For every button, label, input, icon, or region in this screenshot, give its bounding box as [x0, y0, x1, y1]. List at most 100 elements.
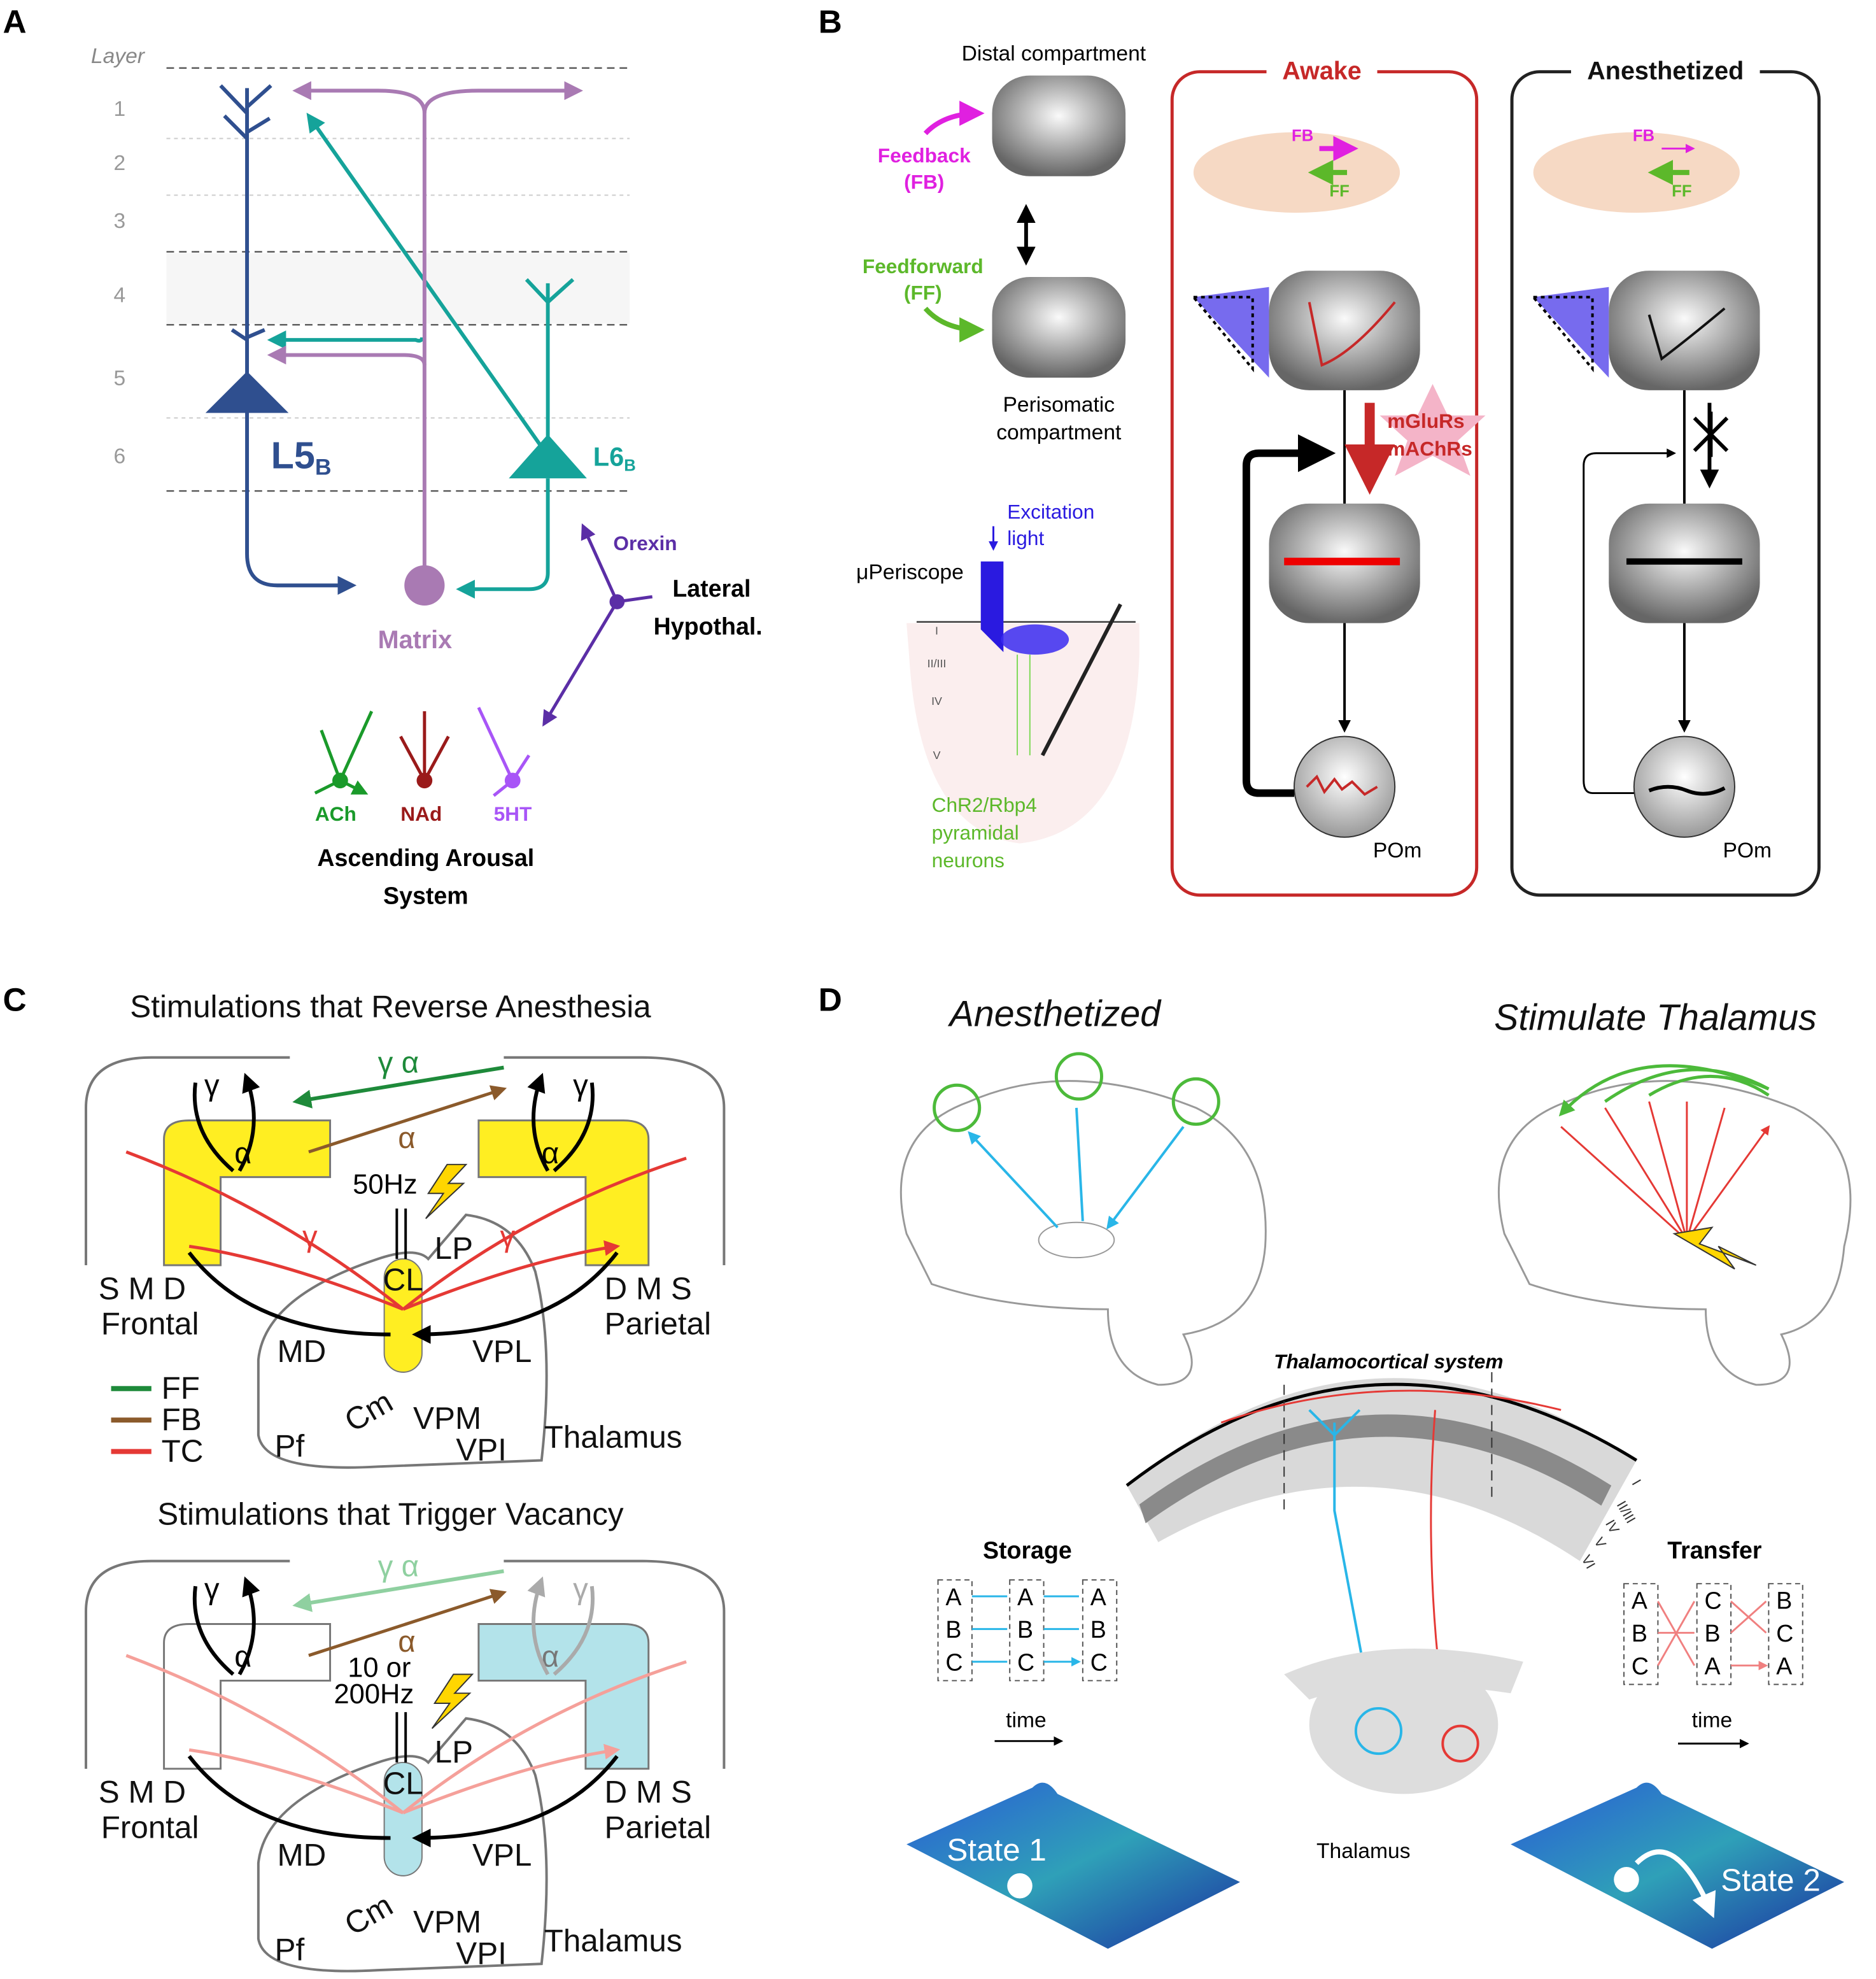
storage-time-label: time: [1006, 1709, 1047, 1733]
distal-compartment: [992, 75, 1126, 176]
panel-c-top: Stimulations that Reverse Anesthesia γ α…: [85, 989, 726, 1469]
svg-text:V: V: [933, 749, 941, 762]
svg-text:VPL: VPL: [472, 1334, 532, 1369]
reverse-anesthesia-title: Stimulations that Reverse Anesthesia: [130, 989, 651, 1024]
svg-text:C: C: [1705, 1587, 1722, 1614]
ach-neuron: [314, 711, 372, 793]
left-gamma-label: γ: [204, 1068, 220, 1102]
periscope-label: μPeriscope: [856, 560, 964, 584]
excitation-label-1: Excitation: [1007, 500, 1094, 523]
anesthetized-heading: Anesthetized: [948, 993, 1162, 1034]
anesthetized-title: Anesthetized: [1587, 57, 1744, 85]
svg-text:B: B: [1776, 1587, 1792, 1614]
layer-numbers: 12 34 56: [114, 97, 126, 469]
ff-gamma-alpha-label: γ α: [378, 1046, 419, 1079]
svg-text:A: A: [1705, 1653, 1721, 1680]
nad-neuron: [399, 711, 450, 789]
feedforward-label-1: Feedforward: [863, 255, 984, 278]
distal-compartment-label: Distal compartment: [962, 42, 1146, 66]
perisomatic-label-2: compartment: [996, 421, 1122, 444]
svg-text:A: A: [1776, 1653, 1792, 1680]
svg-text:A: A: [1017, 1584, 1033, 1610]
thalamocortical-label: Thalamocortical system: [1274, 1350, 1503, 1373]
arousal-label-2: System: [383, 883, 469, 909]
svg-text:2: 2: [114, 152, 126, 175]
fb-alpha-label: α: [398, 1121, 415, 1155]
thalamocortical-fanout: [1560, 1101, 1768, 1241]
tc-gamma-left: γ: [302, 1219, 318, 1253]
parietal-cortex-suppressed: [477, 1622, 650, 1770]
right-gamma-label-bottom: γ: [573, 1572, 588, 1606]
5ht-neuron: [477, 707, 531, 797]
transfer-grid: ABC CBA BCA: [1623, 1583, 1803, 1685]
svg-text:MD: MD: [278, 1334, 327, 1369]
svg-text:B: B: [1632, 1620, 1647, 1647]
anesthetized-pom-label: POm: [1723, 839, 1772, 862]
energy-landscape-state2: [1511, 1782, 1845, 1949]
svg-text:C: C: [1017, 1649, 1034, 1676]
smd-right-top: D M S: [605, 1271, 692, 1306]
svg-text:B: B: [1705, 1620, 1721, 1647]
anesthetized-pom: [1633, 735, 1735, 838]
state1-ball: [1007, 1873, 1033, 1899]
chr2-label-3: neurons: [932, 849, 1005, 872]
svg-text:A: A: [945, 1584, 961, 1610]
stim-electrode: [395, 1209, 407, 1259]
lightning-icon: [425, 1163, 468, 1219]
frontal-label-top: Frontal: [101, 1307, 199, 1342]
orexin-neuron: [542, 523, 653, 727]
stim-frequency-label-2: 200Hz: [334, 1679, 414, 1710]
arousal-label-1: Ascending Arousal: [317, 844, 534, 871]
awake-pom-label: POm: [1373, 839, 1422, 862]
svg-text:Thalamus: Thalamus: [544, 1420, 682, 1455]
svg-text:VPI: VPI: [456, 1936, 507, 1971]
perisomatic-label-1: Perisomatic: [1003, 394, 1115, 417]
svg-text:CL: CL: [383, 1766, 423, 1801]
right-gamma-label: γ: [573, 1068, 588, 1102]
fb-alpha-label-bottom: α: [398, 1625, 415, 1659]
svg-text:C: C: [1776, 1620, 1793, 1647]
chr2-neurons: [1017, 655, 1031, 756]
panel-label-b: B: [819, 3, 842, 39]
l5b-soma: [205, 371, 289, 413]
panel-c-bottom: Stimulations that Trigger Vacancy γ α α …: [85, 1496, 726, 1973]
svg-text:VPI: VPI: [456, 1432, 507, 1467]
cortical-layer-labels: III/III IVV: [927, 624, 947, 762]
thalamus-label-d: Thalamus: [1316, 1840, 1411, 1863]
feedforward-arrow: [923, 306, 985, 343]
matrix-label: Matrix: [378, 626, 452, 654]
layer-boundaries: [166, 67, 630, 492]
svg-text:V: V: [1591, 1535, 1609, 1550]
l6b-soma: [509, 434, 587, 479]
left-gamma-label-bottom: γ: [204, 1572, 220, 1606]
svg-text:VPL: VPL: [472, 1838, 532, 1873]
ach-label: ACh: [315, 802, 356, 825]
receptor-star: [1379, 384, 1486, 476]
trigger-vacancy-title: Stimulations that Trigger Vacancy: [157, 1496, 624, 1531]
recording-electrode: [1040, 603, 1122, 756]
l6b-label: L6B: [593, 442, 636, 475]
svg-text:A: A: [1090, 1584, 1106, 1610]
legend: FF FB TC: [111, 1371, 203, 1468]
blue-neuron: [1308, 1408, 1374, 1713]
anesthetized-fb-label: FB: [1633, 127, 1654, 145]
awake-ff-label: FF: [1329, 182, 1349, 200]
feedback-label-2: (FB): [904, 171, 944, 194]
panel-a: A Layer 12 34 56 L5B L6B: [3, 3, 763, 909]
frontal-label-bottom: Frontal: [101, 1810, 199, 1845]
transfer-time-label: time: [1692, 1709, 1733, 1733]
stim-frequency-label-1: 10 or: [348, 1652, 411, 1683]
smd-left-bottom: S M D: [99, 1775, 186, 1810]
cortical-slab: [1127, 1378, 1637, 1561]
feedforward-label-2: (FF): [904, 281, 942, 304]
excitation-light-spot: [1001, 624, 1069, 655]
panel-d: D Anesthetized Stimulate Thalamus Thalam…: [819, 981, 1852, 1949]
svg-text:C: C: [1632, 1653, 1649, 1680]
tc-gamma-right: γ: [500, 1219, 515, 1253]
matrix-axon: [267, 81, 583, 567]
stim-frequency-label: 50Hz: [353, 1169, 418, 1200]
svg-text:VPM: VPM: [413, 1401, 481, 1436]
svg-text:3: 3: [114, 209, 126, 233]
